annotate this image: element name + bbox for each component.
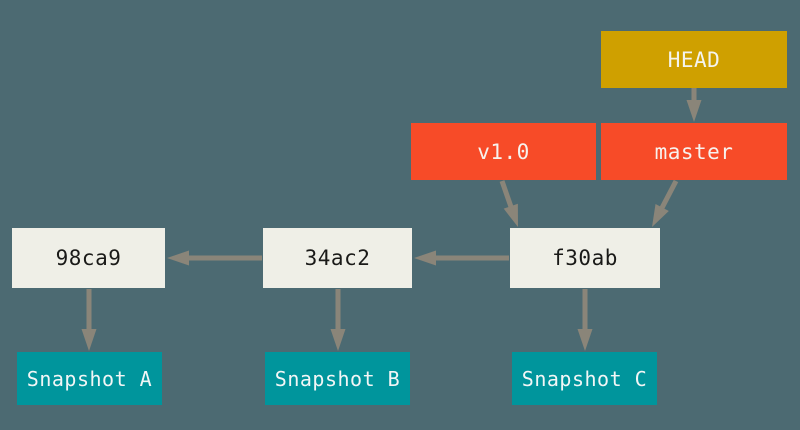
node-label: f30ab [552,246,618,270]
node-label: 98ca9 [55,246,122,270]
node-label: 34ac2 [304,246,371,270]
node-label: v1.0 [477,139,530,164]
edge-head-to-master [686,88,702,122]
node-head: HEAD [601,31,787,88]
edge-master-to-f30ab [652,179,679,227]
node-master: master [601,123,787,180]
edge-v10-to-f30ab [499,180,518,227]
edge-f30ab-to-34ac2 [414,250,509,266]
node-label: Snapshot B [274,366,401,391]
edge-34ac2-to-snapB [330,289,346,351]
node-snapC: Snapshot C [512,352,657,405]
node-label: master [654,139,734,164]
node-snapA: Snapshot A [17,352,162,405]
node-label: Snapshot A [26,366,153,391]
edge-98ca9-to-snapA [81,289,97,351]
node-cf30ab: f30ab [510,228,660,288]
node-v10: v1.0 [411,123,596,180]
edge-f30ab-to-snapC [577,289,593,351]
edge-34ac2-to-98ca9 [167,250,262,266]
node-c34ac2: 34ac2 [263,228,412,288]
node-label: HEAD [667,47,721,72]
node-c98ca9: 98ca9 [12,228,165,288]
node-label: Snapshot C [521,366,648,391]
node-snapB: Snapshot B [265,352,410,405]
